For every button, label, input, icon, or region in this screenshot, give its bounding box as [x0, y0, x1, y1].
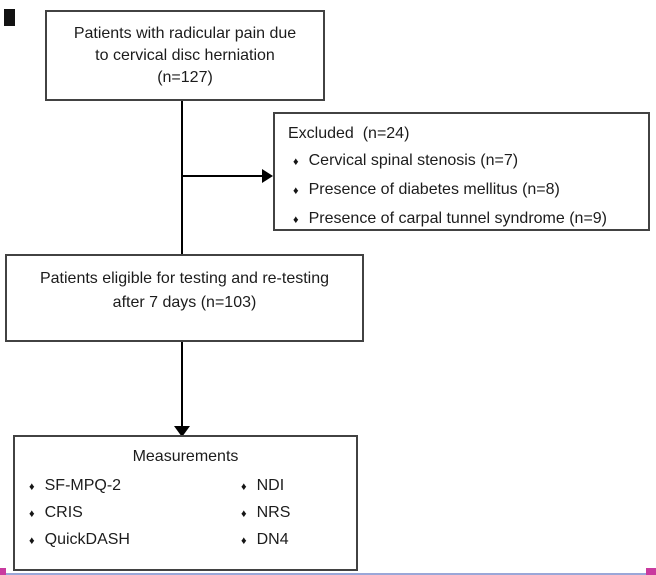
enrollment-line-1: Patients with radicular pain due: [73, 24, 297, 42]
measurement-label: NDI: [256, 477, 285, 494]
measurements-row: ♦ QuickDASH ♦ DN4: [29, 527, 356, 554]
excluded-title: Excluded (n=24): [288, 125, 410, 142]
enrollment-line-2: to cervical disc herniation: [95, 46, 275, 64]
measurements-title: Measurements: [132, 448, 239, 465]
diamond-bullet-icon: ♦: [241, 508, 247, 520]
measurement-item: ♦ QuickDASH: [29, 527, 241, 554]
enrollment-box: Patients with radicular pain due to cerv…: [45, 10, 325, 101]
diamond-bullet-icon: ♦: [241, 535, 247, 547]
diamond-bullet-icon: ♦: [29, 508, 35, 520]
eligible-line-2: after 7 days (n=103): [112, 294, 257, 311]
excluded-item: ♦ Cervical spinal stenosis (n=7): [288, 147, 644, 176]
connector-branch-to-excluded: [182, 175, 263, 177]
measurement-item: ♦ DN4: [241, 527, 289, 554]
scan-artifact-black: [4, 9, 15, 26]
measurements-box: Measurements ♦ SF-MPQ-2 ♦ NDI ♦ CRIS ♦ N…: [13, 435, 358, 571]
diamond-bullet-icon: ♦: [29, 481, 35, 493]
excluded-item: ♦ Presence of carpal tunnel syndrome (n=…: [288, 205, 644, 234]
scan-artifact-magenta-left: [0, 568, 6, 575]
diamond-bullet-icon: ♦: [293, 185, 299, 197]
measurement-label: DN4: [256, 531, 289, 548]
measurement-item: ♦ NRS: [241, 500, 290, 527]
bottom-edge-line: [0, 573, 656, 575]
measurement-label: SF-MPQ-2: [44, 477, 122, 494]
connector-eligible-to-measurements: [181, 341, 183, 427]
arrowhead-right-icon: [262, 169, 273, 183]
excluded-item-label: Presence of diabetes mellitus (n=8): [308, 181, 560, 198]
eligible-line-1: Patients eligible for testing and re-tes…: [39, 270, 330, 287]
measurements-row: ♦ SF-MPQ-2 ♦ NDI: [29, 473, 356, 500]
eligible-box: Patients eligible for testing and re-tes…: [5, 254, 364, 342]
excluded-box: Excluded (n=24) ♦ Cervical spinal stenos…: [273, 112, 650, 231]
measurement-item: ♦ SF-MPQ-2: [29, 473, 241, 500]
measurement-label: CRIS: [44, 504, 83, 521]
diamond-bullet-icon: ♦: [293, 156, 299, 168]
scan-artifact-magenta-right: [646, 568, 656, 575]
excluded-item: ♦ Presence of diabetes mellitus (n=8): [288, 176, 644, 205]
measurement-item: ♦ CRIS: [29, 500, 241, 527]
connector-top-to-eligible: [181, 100, 183, 254]
measurement-item: ♦ NDI: [241, 473, 284, 500]
measurement-label: NRS: [256, 504, 291, 521]
diamond-bullet-icon: ♦: [241, 481, 247, 493]
excluded-item-label: Presence of carpal tunnel syndrome (n=9): [308, 210, 608, 227]
measurement-label: QuickDASH: [44, 531, 130, 548]
arrowhead-down-icon: [174, 426, 190, 437]
diamond-bullet-icon: ♦: [29, 535, 35, 547]
diamond-bullet-icon: ♦: [293, 214, 299, 226]
excluded-item-label: Cervical spinal stenosis (n=7): [308, 152, 519, 169]
measurements-row: ♦ CRIS ♦ NRS: [29, 500, 356, 527]
enrollment-count: (n=127): [157, 68, 213, 86]
